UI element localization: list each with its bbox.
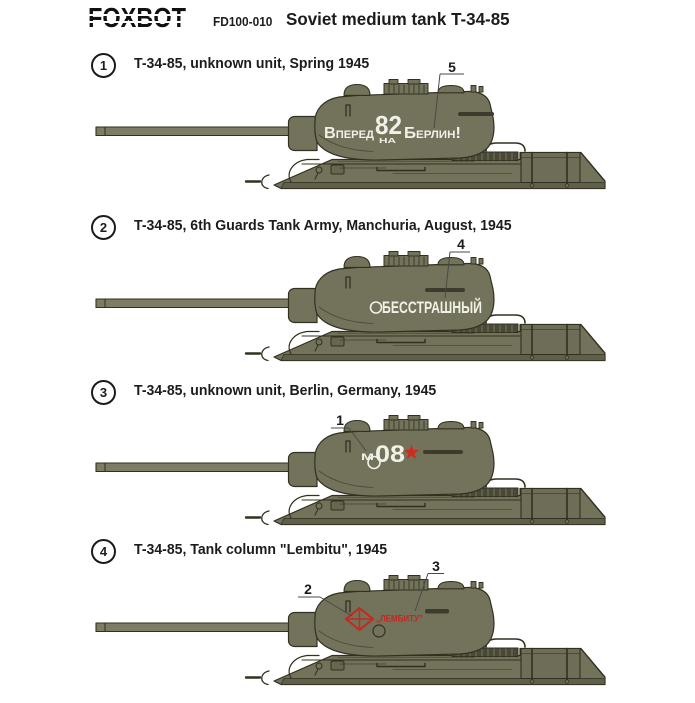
variant-title: T-34-85, unknown unit, Spring 1945	[134, 56, 370, 72]
callout-label: 3	[432, 558, 440, 574]
variant-title: T-34-85, Tank column "Lembitu", 1945	[134, 542, 388, 558]
callout-4: 4	[444, 236, 470, 299]
marking-word1: Вперед	[324, 125, 374, 142]
variant-number-badge: 2	[91, 215, 116, 240]
marking-word2: Берлин!	[404, 125, 461, 142]
variant-number: 3	[99, 385, 108, 400]
variant-number-badge: 3	[91, 380, 116, 405]
turret-marking-slogan: Вперед 82 на Берлин!	[324, 110, 494, 146]
marking-prefix: м	[361, 448, 374, 463]
marking-word-mid: на	[379, 135, 396, 146]
marking-number: 08	[375, 441, 405, 468]
variant-title: T-34-85, unknown unit, Berlin, Germany, …	[134, 383, 437, 399]
callout-2: 2	[298, 581, 353, 617]
tank-profile	[94, 250, 607, 362]
brand-logo-text: FOXBOT	[88, 2, 187, 33]
variant-number: 4	[99, 544, 108, 559]
pistol-port	[367, 455, 381, 470]
stencil-slit	[86, 14, 188, 16]
tank-profile	[94, 414, 607, 526]
product-code: FD100-010	[213, 15, 273, 29]
callout-label: 1	[336, 412, 344, 428]
callout-label: 4	[457, 236, 465, 252]
page-title: Soviet medium tank T-34-85	[286, 9, 510, 29]
callout-3: 3	[414, 558, 444, 612]
callout-label: 5	[448, 59, 456, 75]
tank-illustration-variant-3: м 08 1	[94, 412, 607, 526]
turret-marking-tactical-number: м 08	[361, 441, 463, 470]
callout-label: 2	[304, 581, 312, 597]
marking-name: „ЛЕМБИТУ”	[376, 614, 423, 624]
turret-marking-lembitu: „ЛЕМБИТУ”	[344, 606, 449, 638]
callout-5: 5	[433, 59, 464, 129]
variant-title: T-34-85, 6th Guards Tank Army, Manchuria…	[134, 218, 512, 234]
variant-number: 1	[99, 58, 108, 73]
tank-profile	[94, 574, 607, 686]
marking-number: 82	[375, 110, 402, 140]
pistol-port	[369, 301, 383, 314]
turret-marking-name: БЕССТРАШНЫЙ	[369, 288, 482, 317]
callout-1: 1	[331, 412, 367, 452]
pistol-port	[372, 624, 386, 638]
tank-illustration-variant-1: Вперед 82 на Берлин! 5	[94, 59, 607, 190]
variant-number-badge: 1	[91, 53, 116, 78]
red-star-icon	[403, 444, 420, 459]
tank-illustration-variant-4: „ЛЕМБИТУ” 2 3	[94, 558, 607, 686]
stencil-slit	[86, 21, 188, 23]
brand-logo: FOXBOT	[86, 2, 188, 33]
tank-illustration-variant-2: БЕССТРАШНЫЙ 4	[94, 236, 607, 362]
variant-number-badge: 4	[91, 539, 116, 564]
variant-number: 2	[99, 220, 108, 235]
red-diamond-emblem	[344, 606, 375, 632]
marking-name: БЕССТРАШНЫЙ	[382, 298, 482, 317]
